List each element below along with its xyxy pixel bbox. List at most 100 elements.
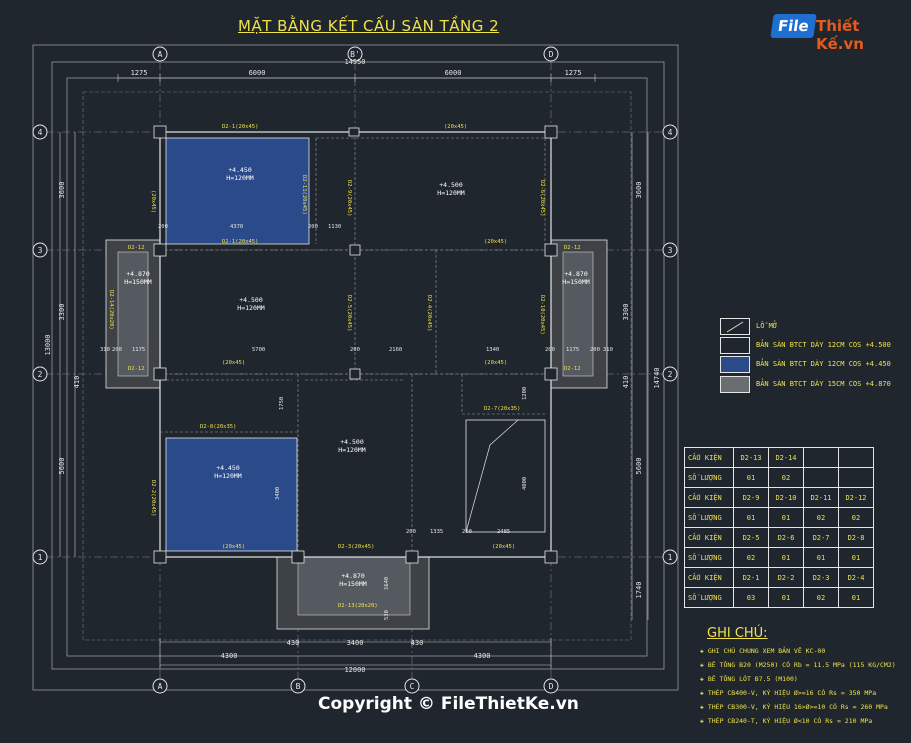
dim-interior: 1640 [384,577,390,590]
table-cell: D2-4 [838,567,874,588]
dim-right-3: 410 [622,376,630,389]
table-cell: CẤU KIỆN [684,567,734,588]
table-cell [838,447,874,468]
note-text: BÊ TÔNG B20 (M250) CÓ Rb = 11.5 MPa (115… [707,661,896,669]
dim-left-4: 5600 [58,458,66,475]
table-cell: D2-5 [733,527,769,548]
table-cell: 02 [803,507,839,528]
dim-interior: 200 [158,224,168,230]
table-cell: 02 [768,467,804,488]
table-cell [803,447,839,468]
dim-interior: 1335 [430,529,443,535]
dim-top-3: 6000 [445,69,462,77]
legend-swatch-blue [720,356,750,373]
opening [465,419,546,533]
grid-label: 1 [38,553,43,562]
dim-bottom-2: 3400 [347,639,364,647]
note-text: GHI CHÚ CHUNG XEM BẢN VẼ KC-00 [707,647,826,655]
table-cell: 01 [768,587,804,608]
note-text: BÊ TÔNG LÓT B7.5 (M100) [707,675,798,683]
notes: GHI CHÚ: ✚ GHI CHÚ CHUNG XEM BẢN VẼ KC-0… [700,626,896,725]
table-cell: 01 [838,587,874,608]
note-line: ✚ THÉP CB240-T, KÝ HIỆU Ø<10 CÓ Rs = 210… [700,717,896,725]
slab-thickness: H=120MM [437,189,464,197]
table-cell: SỐ LƯỢNG [684,547,734,568]
beam-label: D2-10(20x45) [539,295,545,335]
dim-right-total: 14740 [653,367,661,388]
grid-label: A [158,682,163,691]
grid-label: 1 [668,553,673,562]
grid-label: A [158,50,163,59]
columns [153,125,558,564]
beam-label: (20x45) [222,544,245,550]
table-cell: D2-11 [803,487,839,508]
beam-label: D2-11(20x45) [301,175,307,215]
dim-interior: 4370 [230,224,243,230]
table-cell [838,467,874,488]
beam-label: D2-13(20x20) [338,603,378,609]
beam-label: D2-12 [564,245,581,251]
table-cell: D2-12 [838,487,874,508]
grid-label: 3 [668,246,673,255]
slab-level: +4.500 [340,438,364,446]
dim-interior: 200 [590,347,600,353]
dim-interior: 310 [603,347,613,353]
beam-label: D2-6(20x45) [539,180,545,216]
slab-level: +4.450 [228,166,252,174]
slab-thickness: H=150MM [562,278,589,286]
dim-interior: 200 [406,529,416,535]
wing-left [105,239,161,389]
dim-sides [59,132,649,620]
bullet-icon: ✚ [700,703,708,711]
slab-labels: +4.450 H=120MM +4.500 H=120MM +4.870 H=1… [124,166,589,588]
note-text: THÉP CB240-T, KÝ HIỆU Ø<10 CÓ Rs = 210 M… [707,717,873,725]
beam-label: (20x45) [484,239,507,245]
grid-label: D [549,682,554,691]
grid-label: B [296,682,301,691]
table-cell: D2-13 [733,447,769,468]
grid-label: 2 [668,370,673,379]
brand-logo: File Thiết Kế.vn [770,12,904,53]
beam-label: (20x45) [150,190,156,213]
dim-top-2: 6000 [249,69,266,77]
beam-label: D2-4(20x45) [426,295,432,331]
dim-interior: 200 [545,347,555,353]
grid-label: B' [350,50,360,59]
slab-blue-bottom [165,437,298,552]
table-cell: 01 [733,507,769,528]
beam-label: (20x45) [484,360,507,366]
dim-interior: 1340 [486,347,499,353]
slab-thickness: H=150MM [124,278,151,286]
notes-title: GHI CHÚ: [707,626,768,641]
slab-thickness: H=120MM [226,174,253,182]
beam-label: (20x45) [444,124,467,130]
table-cell: SỐ LƯỢNG [684,507,734,528]
slab-thickness: H=150MM [339,580,366,588]
dim-right-1: 3600 [635,182,643,199]
dim-right-4: 5600 [635,458,643,475]
bullet-icon: ✚ [700,717,708,725]
dim-interior: 310 [100,347,110,353]
table-cell: 01 [733,467,769,488]
bullet-icon: ✚ [700,675,708,683]
table-cell: 03 [733,587,769,608]
dim-interior: 200 [462,529,472,535]
beam-labels: D2-1(20x45) (20x45) D2-1(20x45) (20x45) … [108,124,581,609]
dim-interior: 5700 [252,347,265,353]
dim-bottom-total: 12000 [344,666,365,674]
table-cell: 02 [838,507,874,528]
dim-left-3: 410 [73,376,81,389]
beam-label: D2-14(20x20) [108,290,114,330]
legend-label: LỖ MỞ [756,322,778,330]
dim-interior: 3400 [275,487,281,500]
beam-label: (20x45) [492,544,515,550]
dim-left-1: 3600 [58,182,66,199]
legend-label: BẢN SÀN BTCT DÀY 12CM COS +4.450 [756,360,891,368]
